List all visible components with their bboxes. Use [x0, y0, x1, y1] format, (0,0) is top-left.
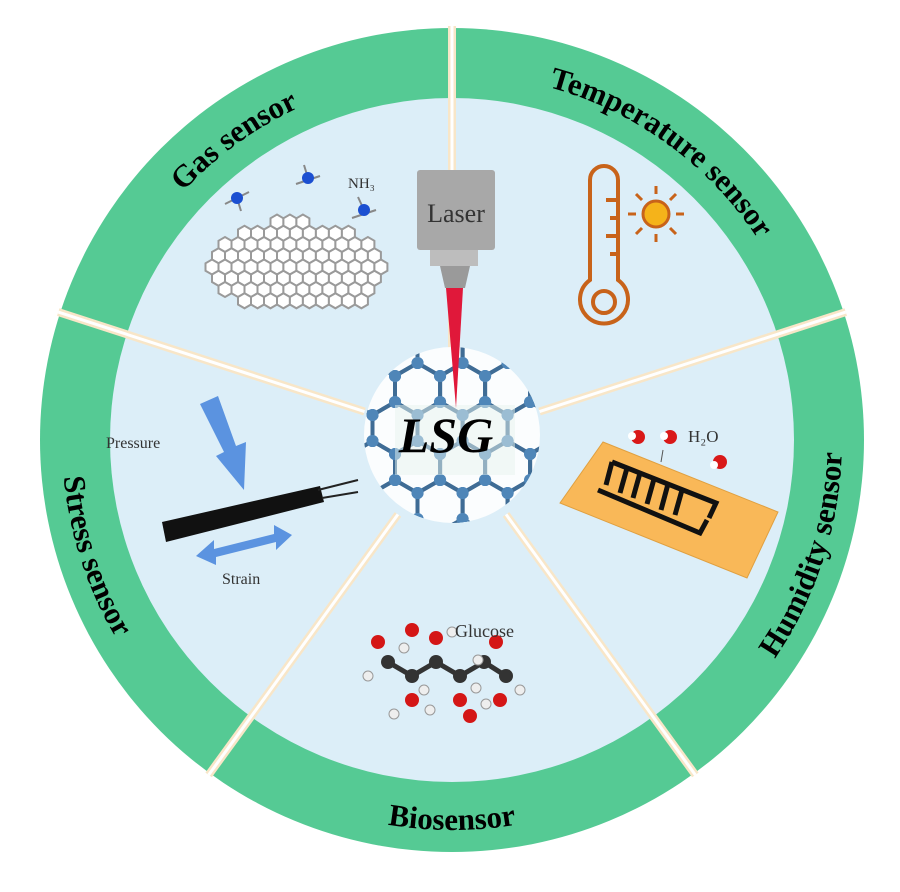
h2o-label: H₂O	[688, 427, 718, 446]
glucose-label: Glucose	[455, 621, 514, 641]
laser-label: Laser	[427, 199, 485, 228]
laser-beam	[446, 288, 463, 408]
center-label: LSG	[398, 407, 493, 463]
strain-double-arrow-icon	[196, 525, 292, 565]
nh3-label: NH₃	[348, 176, 375, 192]
humidity-sensor-pad	[559, 441, 779, 579]
thermometer-icon	[578, 164, 630, 326]
segment-label-biosensor: Biosensor	[387, 797, 518, 837]
strain-label: Strain	[222, 571, 260, 588]
segment-dividers	[57, 26, 847, 778]
graphene-sheet-illustration	[204, 213, 389, 310]
strain-sensor-bar	[162, 479, 359, 542]
nh3-molecules	[224, 164, 377, 219]
laser-head-icon	[417, 170, 495, 288]
sun-icon	[628, 186, 684, 242]
lsg-graphene-circle	[364, 347, 540, 523]
segment-label-text: Biosensor	[387, 797, 518, 837]
glucose-molecule-illustration	[362, 623, 526, 723]
water-molecules	[628, 430, 727, 469]
pressure-label: Pressure	[106, 435, 160, 452]
pressure-arrow-icon	[200, 396, 246, 490]
